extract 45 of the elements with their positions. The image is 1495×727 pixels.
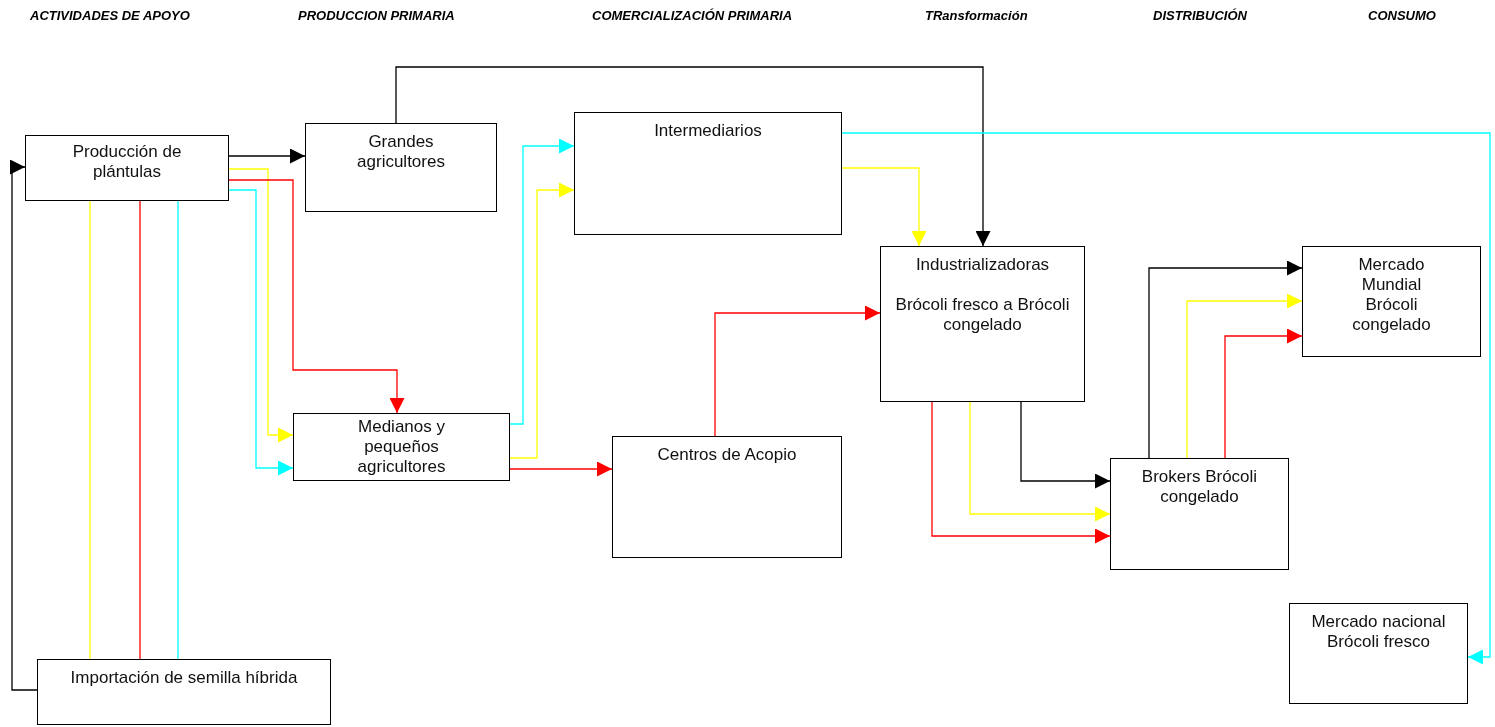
box-label: Centros de Acopio [657,445,797,465]
arrow [841,132,1491,665]
arrow [228,148,306,164]
arrow [228,189,294,476]
arrow [714,305,881,437]
box-label: Mercado Mundial Brócoli congelado [1351,255,1432,335]
process-box [25,135,229,201]
arrow [228,179,405,414]
box-label: Intermediarios [654,121,762,141]
column-header: PRODUCCION PRIMARIA [298,8,455,23]
arrow [1186,293,1303,459]
process-box [574,112,842,235]
arrow [10,159,38,691]
box-label: Brócoli fresco a Brócoli congelado [894,295,1071,335]
process-box [1302,246,1481,357]
column-header: COMERCIALIZACIÓN PRIMARIA [592,8,793,23]
box-label: Producción de plántulas [71,142,183,182]
box-label: Industrializadoras [915,255,1050,275]
arrow [931,401,1111,544]
column-header: DISTRIBUCIÓN [1153,8,1247,23]
box-label: Grandes agricultores [356,132,446,172]
process-box [305,123,497,212]
arrow [509,182,575,459]
process-box [612,436,842,558]
column-header: TRansformación [925,8,1028,23]
box-label: Medianos y pequeños agricultores [356,417,447,477]
process-box [293,413,510,481]
process-box [1289,603,1468,704]
arrow [969,401,1111,522]
arrow [509,461,613,477]
process-box [880,246,1085,402]
arrow [395,66,991,247]
arrow [228,168,294,443]
column-header: ACTIVIDADES DE APOYO [30,8,190,23]
arrow [1224,328,1303,459]
column-header: CONSUMO [1368,8,1436,23]
arrow [1020,401,1111,489]
process-box [37,659,331,725]
process-box [1110,458,1289,570]
box-label: Importación de semilla híbrida [70,668,298,688]
arrow [1148,260,1303,459]
arrow [509,138,575,425]
arrow [841,167,927,247]
box-label: Brokers Brócoli congelado [1140,467,1259,507]
box-label: Mercado nacional Brócoli fresco [1310,612,1447,652]
